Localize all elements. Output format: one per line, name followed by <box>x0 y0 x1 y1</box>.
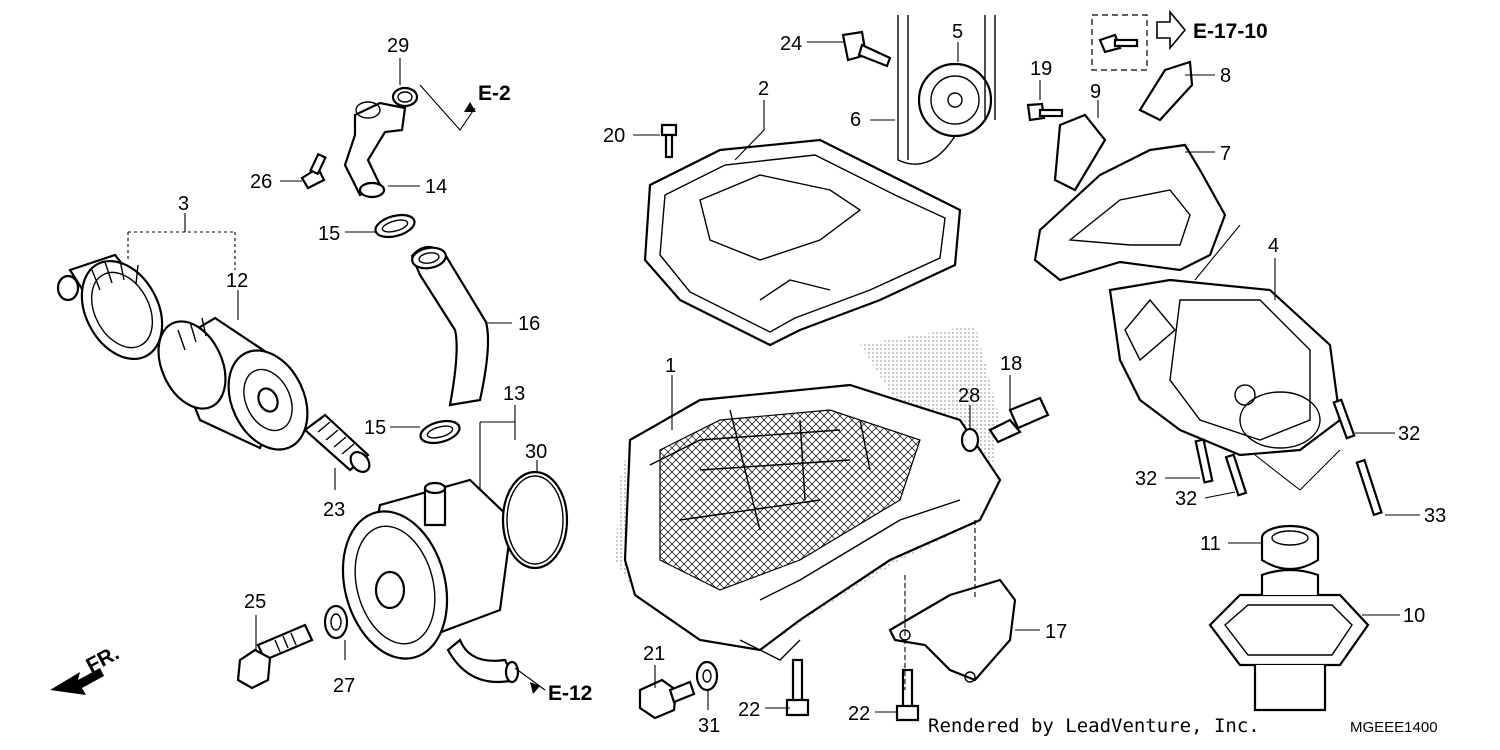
callout-20[interactable]: 20 <box>603 125 625 147</box>
part-7-oil-pump-gasket[interactable] <box>1033 143 1227 282</box>
callout-2[interactable]: 2 <box>758 78 769 100</box>
part-8-clip[interactable] <box>1138 60 1194 122</box>
part-32-bolt-right[interactable] <box>1332 398 1356 440</box>
part-26-bolt[interactable] <box>300 152 327 190</box>
callout-9[interactable]: 9 <box>1090 81 1101 103</box>
callout-19[interactable]: 19 <box>1030 58 1052 80</box>
part-22-bolt-right[interactable] <box>895 668 920 722</box>
callout-29[interactable]: 29 <box>387 35 409 57</box>
part-8-bolt-detail <box>1091 14 1148 71</box>
callout-22-left[interactable]: 22 <box>738 699 760 721</box>
callout-15-upper[interactable]: 15 <box>318 223 340 245</box>
part-27-washer[interactable] <box>323 604 349 640</box>
callout-25[interactable]: 25 <box>244 591 266 613</box>
part-18-oil-pressure-switch[interactable] <box>988 396 1050 444</box>
callout-labels: 1 2 3 4 5 6 7 8 9 10 11 12 13 14 15 15 1… <box>178 21 1446 737</box>
footer-credit: Rendered by LeadVenture, Inc. <box>928 715 1260 737</box>
callout-1[interactable]: 1 <box>665 355 676 377</box>
part-28-washer[interactable] <box>960 427 980 453</box>
part-19-bolt[interactable] <box>1026 102 1064 122</box>
callout-28[interactable]: 28 <box>958 385 980 407</box>
part-12-oil-filter[interactable] <box>145 311 322 463</box>
callout-26[interactable]: 26 <box>250 171 272 193</box>
callout-32-left[interactable]: 32 <box>1135 468 1157 490</box>
callout-8[interactable]: 8 <box>1220 65 1231 87</box>
callout-13[interactable]: 13 <box>503 383 525 405</box>
callout-14[interactable]: 14 <box>425 176 447 198</box>
callout-32-right[interactable]: 32 <box>1398 423 1420 445</box>
part-15-hose-clamp-upper[interactable] <box>373 211 417 241</box>
part-1-oil-pan[interactable] <box>615 325 1002 661</box>
callout-7[interactable]: 7 <box>1220 143 1231 165</box>
callout-22-right[interactable]: 22 <box>848 703 870 725</box>
ref-arrow-e2 <box>464 102 476 112</box>
callout-17[interactable]: 17 <box>1045 621 1067 643</box>
front-label: FR. <box>82 642 123 678</box>
callout-10[interactable]: 10 <box>1403 605 1425 627</box>
callout-4[interactable]: 4 <box>1268 235 1279 257</box>
callout-24[interactable]: 24 <box>780 33 802 55</box>
part-3-filter-wrench[interactable] <box>56 247 178 373</box>
callout-3[interactable]: 3 <box>178 193 189 215</box>
part-24-bolt[interactable] <box>841 30 892 68</box>
ref-label-e17-10[interactable]: E-17-10 <box>1193 20 1268 43</box>
callout-23[interactable]: 23 <box>323 499 345 521</box>
callout-30[interactable]: 30 <box>525 441 547 463</box>
part-21-drain-bolt[interactable] <box>638 678 696 720</box>
part-29-o-ring[interactable] <box>391 86 419 108</box>
ref-label-e12[interactable]: E-12 <box>548 682 592 705</box>
callout-18[interactable]: 18 <box>1000 353 1022 375</box>
ref-arrow-e17-10 <box>1156 9 1187 51</box>
callout-27[interactable]: 27 <box>333 675 355 697</box>
part-14-oil-pipe[interactable] <box>343 101 407 199</box>
part-6-oil-pump-chain[interactable] <box>897 15 996 165</box>
callout-16[interactable]: 16 <box>518 313 540 335</box>
part-17-bracket[interactable] <box>888 578 1017 683</box>
part-16-oil-hose[interactable] <box>410 245 490 407</box>
part-22-bolt-left[interactable] <box>785 658 810 717</box>
part-31-washer[interactable] <box>695 660 719 692</box>
callout-12[interactable]: 12 <box>226 270 248 292</box>
part-10-oil-strainer[interactable] <box>1208 568 1370 712</box>
leader-lines <box>127 41 1420 713</box>
ref-arrow-e12 <box>530 682 540 694</box>
part-13-oil-cooler[interactable] <box>327 478 520 684</box>
part-23-threaded-pipe[interactable] <box>303 413 373 476</box>
diagram-code: MGEEE1400 <box>1350 719 1438 736</box>
callout-32-lower[interactable]: 32 <box>1175 488 1197 510</box>
callout-6[interactable]: 6 <box>850 109 861 131</box>
part-9-guide[interactable] <box>1053 113 1107 192</box>
front-direction-arrow <box>50 668 104 695</box>
ref-label-e2[interactable]: E-2 <box>478 82 511 105</box>
callout-5[interactable]: 5 <box>952 21 963 43</box>
part-2-oil-pan-gasket[interactable] <box>643 138 962 347</box>
part-20-bolt[interactable] <box>660 123 678 159</box>
part-32-bolt-lower[interactable] <box>1224 453 1248 497</box>
callout-33[interactable]: 33 <box>1424 505 1446 527</box>
part-30-o-ring[interactable] <box>501 470 569 570</box>
part-5-oil-pump-sprocket[interactable] <box>917 62 993 138</box>
part-4-oil-pump[interactable] <box>1108 278 1342 457</box>
callout-31[interactable]: 31 <box>698 715 720 737</box>
callout-21[interactable]: 21 <box>643 643 665 665</box>
part-15-hose-clamp-lower[interactable] <box>418 417 462 447</box>
part-11-seal[interactable] <box>1260 524 1320 571</box>
part-32-bolt-left[interactable] <box>1194 438 1214 484</box>
part-33-bolt[interactable] <box>1355 458 1383 517</box>
callout-11[interactable]: 11 <box>1200 533 1221 555</box>
part-25-center-bolt[interactable] <box>236 623 314 690</box>
callout-15-lower[interactable]: 15 <box>364 417 386 439</box>
